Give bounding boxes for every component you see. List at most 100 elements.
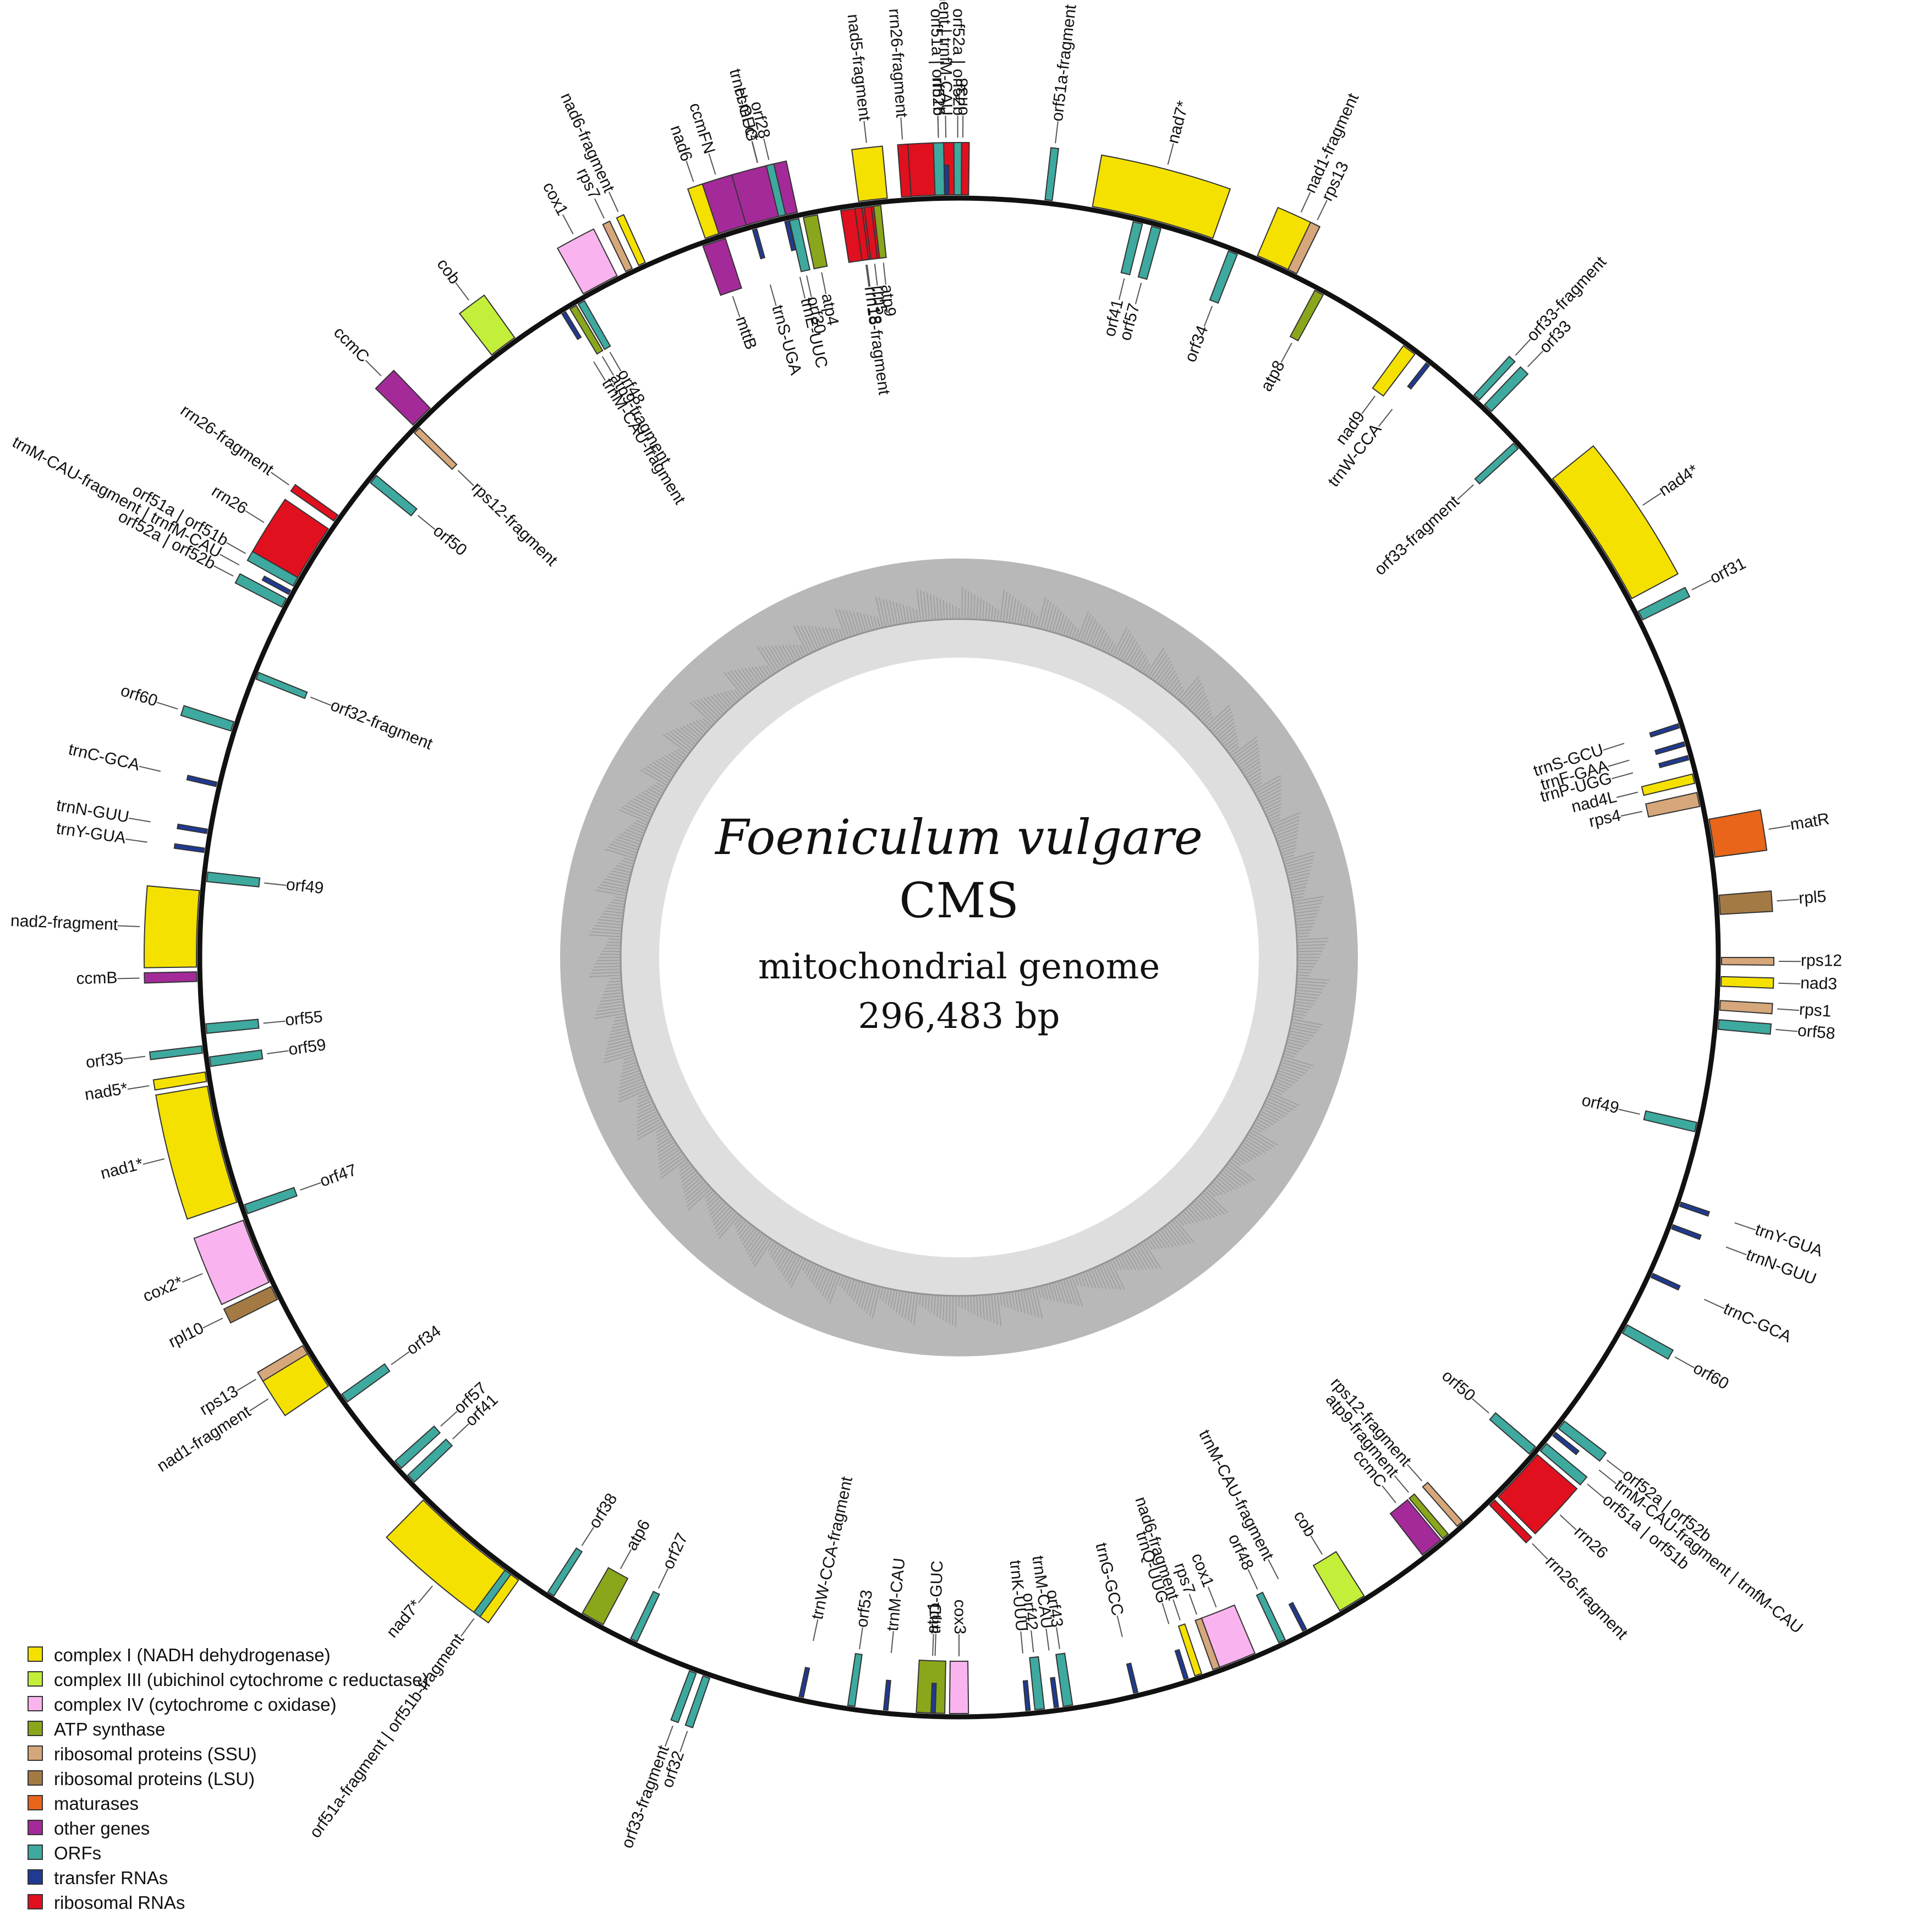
gc-tick bbox=[659, 1153, 684, 1172]
gc-tick bbox=[601, 995, 623, 999]
gc-tick bbox=[785, 644, 796, 662]
gc-tick bbox=[619, 1078, 644, 1088]
gc-tick bbox=[1295, 919, 1316, 923]
gc-tick bbox=[1232, 1156, 1244, 1165]
gene-orf48 bbox=[577, 300, 611, 351]
label-leader bbox=[593, 361, 606, 381]
gene-trnm-cau bbox=[1050, 1677, 1059, 1709]
gene-label: orf60 bbox=[118, 681, 160, 710]
label-leader bbox=[310, 696, 331, 706]
gc-tick bbox=[1281, 1058, 1311, 1069]
gc-tick bbox=[1297, 937, 1329, 940]
gc-tick bbox=[657, 1139, 674, 1151]
label-leader bbox=[213, 565, 234, 577]
gc-tick bbox=[780, 1251, 793, 1273]
gc-tick bbox=[594, 1012, 626, 1019]
gc-tick bbox=[595, 1010, 625, 1016]
gene-label: nad3 bbox=[1800, 974, 1838, 993]
gc-tick bbox=[1247, 771, 1262, 781]
gene-nad2-fragment bbox=[144, 885, 200, 968]
gene-trnm-cau-fragment-trnfm-cau bbox=[943, 165, 950, 196]
gc-tick bbox=[771, 645, 786, 668]
gc-tick bbox=[976, 1295, 979, 1317]
gc-tick bbox=[688, 1187, 712, 1211]
gc-tick bbox=[782, 1253, 796, 1276]
gc-tick bbox=[930, 594, 933, 620]
gc-tick bbox=[598, 919, 623, 923]
gc-tick bbox=[1082, 616, 1094, 643]
genome-title: Foeniculum vulgare bbox=[715, 809, 1203, 866]
gc-tick bbox=[1193, 1200, 1212, 1219]
gc-tick bbox=[1109, 1260, 1125, 1290]
gc-tick bbox=[761, 665, 770, 677]
gc-tick bbox=[1180, 1212, 1191, 1224]
gc-tick bbox=[1244, 1139, 1266, 1153]
gc-tick bbox=[1204, 716, 1214, 725]
gc-tick bbox=[720, 692, 733, 707]
gc-tick bbox=[674, 750, 686, 759]
gc-tick bbox=[839, 1275, 844, 1287]
gc-tick bbox=[657, 1143, 677, 1157]
gc-tick bbox=[1011, 1291, 1016, 1311]
gc-tick bbox=[1199, 709, 1212, 721]
label-leader bbox=[455, 282, 469, 301]
gc-tick bbox=[765, 665, 773, 676]
gc-tick bbox=[1237, 1148, 1253, 1160]
gc-tick bbox=[1280, 847, 1296, 853]
label-leader bbox=[139, 765, 161, 772]
gc-tick bbox=[1242, 761, 1261, 774]
gene-label: mttB bbox=[732, 314, 760, 352]
gc-tick bbox=[919, 1293, 922, 1306]
gc-tick bbox=[909, 607, 913, 623]
gc-tick bbox=[1234, 1153, 1247, 1163]
gc-tick bbox=[1005, 594, 1011, 623]
gc-tick bbox=[608, 980, 622, 983]
gc-tick bbox=[607, 942, 621, 944]
gc-tick bbox=[1034, 1287, 1043, 1318]
gc-tick bbox=[892, 601, 898, 625]
gc-tick bbox=[1117, 633, 1132, 659]
gc-tick bbox=[1250, 1129, 1278, 1146]
gene-label: nad7* bbox=[383, 1596, 425, 1641]
gc-tick bbox=[1138, 657, 1147, 671]
label-leader bbox=[1056, 1627, 1060, 1649]
gc-tick bbox=[1068, 623, 1075, 638]
label-leader bbox=[1361, 396, 1376, 414]
gc-tick bbox=[1077, 1274, 1083, 1287]
gene-ccmc bbox=[1389, 1499, 1442, 1556]
gc-tick bbox=[704, 1190, 714, 1199]
gc-tick bbox=[615, 1015, 626, 1019]
gc-tick bbox=[1223, 1168, 1246, 1186]
gc-tick bbox=[1090, 624, 1101, 647]
gc-tick bbox=[1218, 1174, 1236, 1190]
label-leader bbox=[883, 262, 886, 285]
gc-tick bbox=[835, 628, 841, 641]
gc-tick bbox=[1074, 1275, 1079, 1287]
legend-label: ribosomal proteins (LSU) bbox=[54, 1769, 255, 1789]
gene-label: atp6 bbox=[622, 1517, 654, 1553]
gc-tick bbox=[796, 625, 812, 654]
label-leader bbox=[1116, 1615, 1123, 1638]
legend-label: ribosomal proteins (SSU) bbox=[54, 1744, 257, 1764]
gc-tick bbox=[612, 841, 639, 851]
legend-label: maturases bbox=[54, 1793, 139, 1814]
gc-tick bbox=[633, 822, 647, 829]
gc-tick bbox=[623, 1058, 637, 1064]
label-leader bbox=[1031, 1630, 1034, 1652]
gc-tick bbox=[1214, 1179, 1229, 1192]
gc-tick bbox=[625, 829, 644, 837]
gc-tick bbox=[612, 1021, 627, 1026]
gene-label: orf32-fragment bbox=[328, 696, 436, 753]
gc-tick bbox=[861, 1283, 869, 1309]
gc-tick bbox=[899, 603, 904, 624]
gc-tick bbox=[1066, 621, 1072, 637]
gc-tick bbox=[1274, 827, 1299, 837]
gc-tick bbox=[734, 669, 752, 691]
gc-tick bbox=[1270, 812, 1300, 826]
gc-tick bbox=[1117, 1256, 1126, 1271]
gc-tick bbox=[1099, 632, 1108, 650]
gc-tick bbox=[682, 1172, 699, 1186]
gene-features bbox=[144, 141, 1775, 1728]
label-leader bbox=[1768, 825, 1791, 830]
